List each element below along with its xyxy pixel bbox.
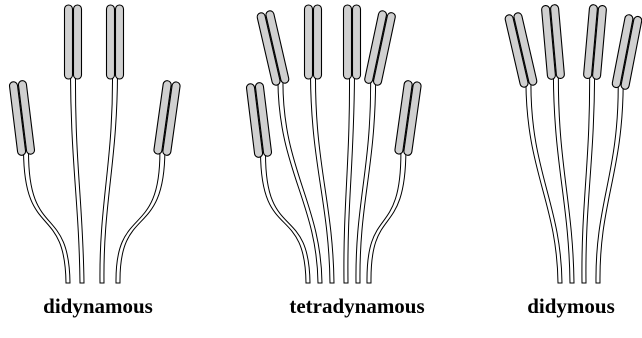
stamen-short-left <box>9 80 70 283</box>
stamen-long-left-inner-anther <box>305 5 322 79</box>
stamen-short-left-anther <box>246 82 272 158</box>
didynamous-diagram <box>9 5 181 283</box>
stamen-long-left-anther-lobe <box>65 5 73 79</box>
stamen-long-left-inner-anther-lobe <box>314 5 322 79</box>
caption-didymous: didymous <box>527 296 615 317</box>
stamen-long-left-inner-filament <box>311 75 335 283</box>
stamen-long-left-anther <box>65 5 82 79</box>
stamen-right-inner <box>582 4 607 283</box>
stamen-long-left-anther-lobe <box>74 5 82 79</box>
stamen-right-inner-filament <box>582 75 595 283</box>
caption-tetradynamous: tetradynamous <box>289 296 424 317</box>
stamen-right-inner-anther <box>583 4 606 79</box>
stamen-right-outer-filament <box>596 84 623 283</box>
stamen-long-left-filament <box>71 75 85 283</box>
stamen-short-left-anther <box>9 80 35 156</box>
stamen-short-left-filament <box>24 151 70 283</box>
stamen-long-right-anther-lobe <box>116 5 124 79</box>
stamen-long-right-anther-lobe <box>107 5 115 79</box>
stamen-short-right-anther <box>394 80 421 156</box>
stamen-long-right-outer-anther <box>364 10 396 86</box>
stamen-short-left-filament <box>261 153 310 283</box>
stamen-long-right-inner-filament <box>344 75 355 283</box>
stamen-left-outer-anther <box>504 12 537 88</box>
stamen-short-right-anther <box>153 80 180 156</box>
didymous-diagram <box>504 4 642 283</box>
stamen-long-right-filament <box>100 75 118 283</box>
stamen-long-right-anther <box>107 5 124 79</box>
stamen-short-right-filament <box>367 151 406 283</box>
tetradynamous-diagram <box>246 5 422 283</box>
stamen-long-left-inner <box>305 5 335 283</box>
stamen-long-left <box>65 5 85 283</box>
stamen-long-left-inner-anther-lobe <box>305 5 313 79</box>
stamen-left-inner-anther <box>541 4 564 79</box>
stamen-short-right <box>116 80 181 283</box>
stamen-short-right-filament <box>116 151 165 283</box>
stamen-long-right-inner-anther-lobe <box>353 5 361 79</box>
caption-didynamous: didynamous <box>43 296 153 317</box>
stamen-long-right-inner-anther-lobe <box>344 5 352 79</box>
stamen-right-outer-anther <box>612 14 642 90</box>
stamen-long-right-inner-anther <box>344 5 361 79</box>
stamen-long-right <box>100 5 124 283</box>
stamen-long-left-outer-anther <box>256 10 289 86</box>
